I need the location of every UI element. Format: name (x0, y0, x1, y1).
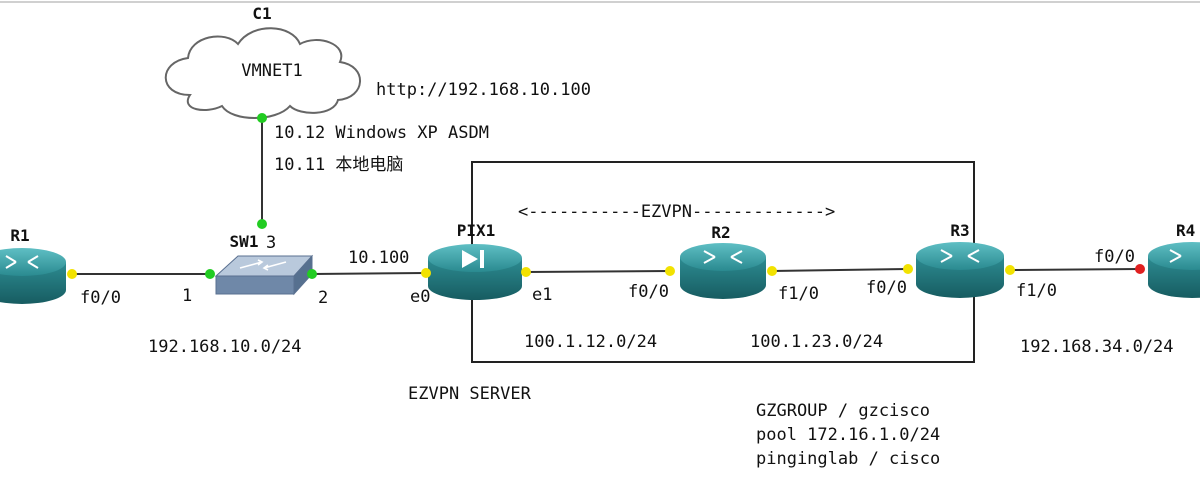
port-dot-r3-f10 (1005, 265, 1015, 275)
port-label-sw1-3: 3 (266, 233, 276, 253)
port-dot-r2-f00 (665, 266, 675, 276)
port-label-r1-f00: f0/0 (80, 288, 121, 308)
cloud-label: VMNET1 (241, 61, 302, 81)
switch-sw1-front (215, 275, 295, 295)
router-r4[interactable] (1148, 242, 1200, 298)
port-dot-pix1-e0 (421, 268, 431, 278)
router-arrows-icon (1169, 249, 1182, 263)
port-label-sw1-2: 2 (318, 288, 328, 308)
link-r3-r4[interactable] (1009, 268, 1141, 271)
port-dot-sw1-1 (205, 269, 215, 279)
node-name-r1: R1 (10, 226, 29, 245)
annotation-user: pinginglab / cisco (756, 449, 940, 469)
switch-arrows-icon (239, 259, 287, 271)
port-label-pix1-e1: e1 (532, 285, 552, 305)
cloud-c1[interactable]: VMNET1 (164, 27, 361, 119)
port-label-r3-f00: f0/0 (866, 278, 907, 298)
annotation-host-local: 10.11 本地电脑 (274, 155, 403, 175)
switch-sw1[interactable] (214, 254, 314, 296)
node-name-pix1: PIX1 (457, 221, 496, 240)
router-r4-top (1148, 242, 1200, 270)
router-r3-top (916, 242, 1004, 270)
node-name-r4: R4 (1176, 221, 1195, 240)
links (72, 118, 1141, 275)
port-dot-r1-f00 (67, 269, 77, 279)
annotation-pool: pool 172.16.1.0/24 (756, 425, 940, 445)
port-dot-r3-f00 (903, 264, 913, 274)
port-dot-sw1-3 (257, 219, 267, 229)
annotation-lan34: 192.168.34.0/24 (1020, 337, 1174, 357)
firewall-pix1[interactable] (428, 244, 522, 300)
cloud-shape (164, 27, 361, 119)
port-label-sw1-1: 1 (182, 286, 192, 306)
port-indicators (67, 113, 1145, 279)
node-name-r3: R3 (950, 221, 969, 240)
router-r1-top (0, 248, 66, 276)
router-r2[interactable] (680, 243, 766, 299)
port-dot-r4-f00 (1135, 264, 1145, 274)
annotation-lan1: 192.168.10.0/24 (148, 337, 302, 357)
annotation-group: GZGROUP / gzcisco (756, 401, 930, 421)
router-arrows-icon (5, 255, 39, 269)
node-name-r2: R2 (711, 223, 730, 242)
annotation-ezvpn-tunnel: <-----------EZVPN-------------> (518, 202, 835, 222)
firewall-bar-icon (480, 250, 484, 268)
port-label-r4-f00: f0/0 (1094, 247, 1135, 267)
annotation-server: EZVPN SERVER (408, 384, 532, 404)
annotation-pix-addr: 10.100 (348, 248, 409, 268)
port-label-r3-f10: f1/0 (1016, 281, 1057, 301)
annotation-net23: 100.1.23.0/24 (750, 332, 883, 352)
port-dot-r2-f10 (767, 266, 777, 276)
router-r3[interactable] (916, 242, 1004, 298)
node-name-sw1: SW1 (230, 232, 259, 251)
node-name-c1: C1 (252, 4, 271, 23)
port-dot-pix1-e1 (521, 267, 531, 277)
annotation-host-xp: 10.12 Windows XP ASDM (274, 123, 489, 143)
router-arrows-icon (940, 249, 980, 263)
link-r2-r3[interactable] (771, 268, 909, 272)
link-sw1-pix1[interactable] (311, 272, 427, 275)
link-pix1-r2[interactable] (525, 270, 671, 273)
router-arrows-icon (703, 250, 743, 264)
router-r2-top (680, 243, 766, 271)
port-dot-c1 (257, 113, 267, 123)
router-r1[interactable] (0, 248, 66, 304)
port-label-pix1-e0: e0 (410, 287, 430, 307)
firewall-play-icon (462, 250, 478, 268)
port-label-r2-f00: f0/0 (628, 282, 669, 302)
annotation-net12: 100.1.12.0/24 (524, 332, 657, 352)
port-dot-sw1-2 (307, 269, 317, 279)
annotation-url: http://192.168.10.100 (376, 80, 591, 100)
port-label-r2-f10: f1/0 (778, 284, 819, 304)
